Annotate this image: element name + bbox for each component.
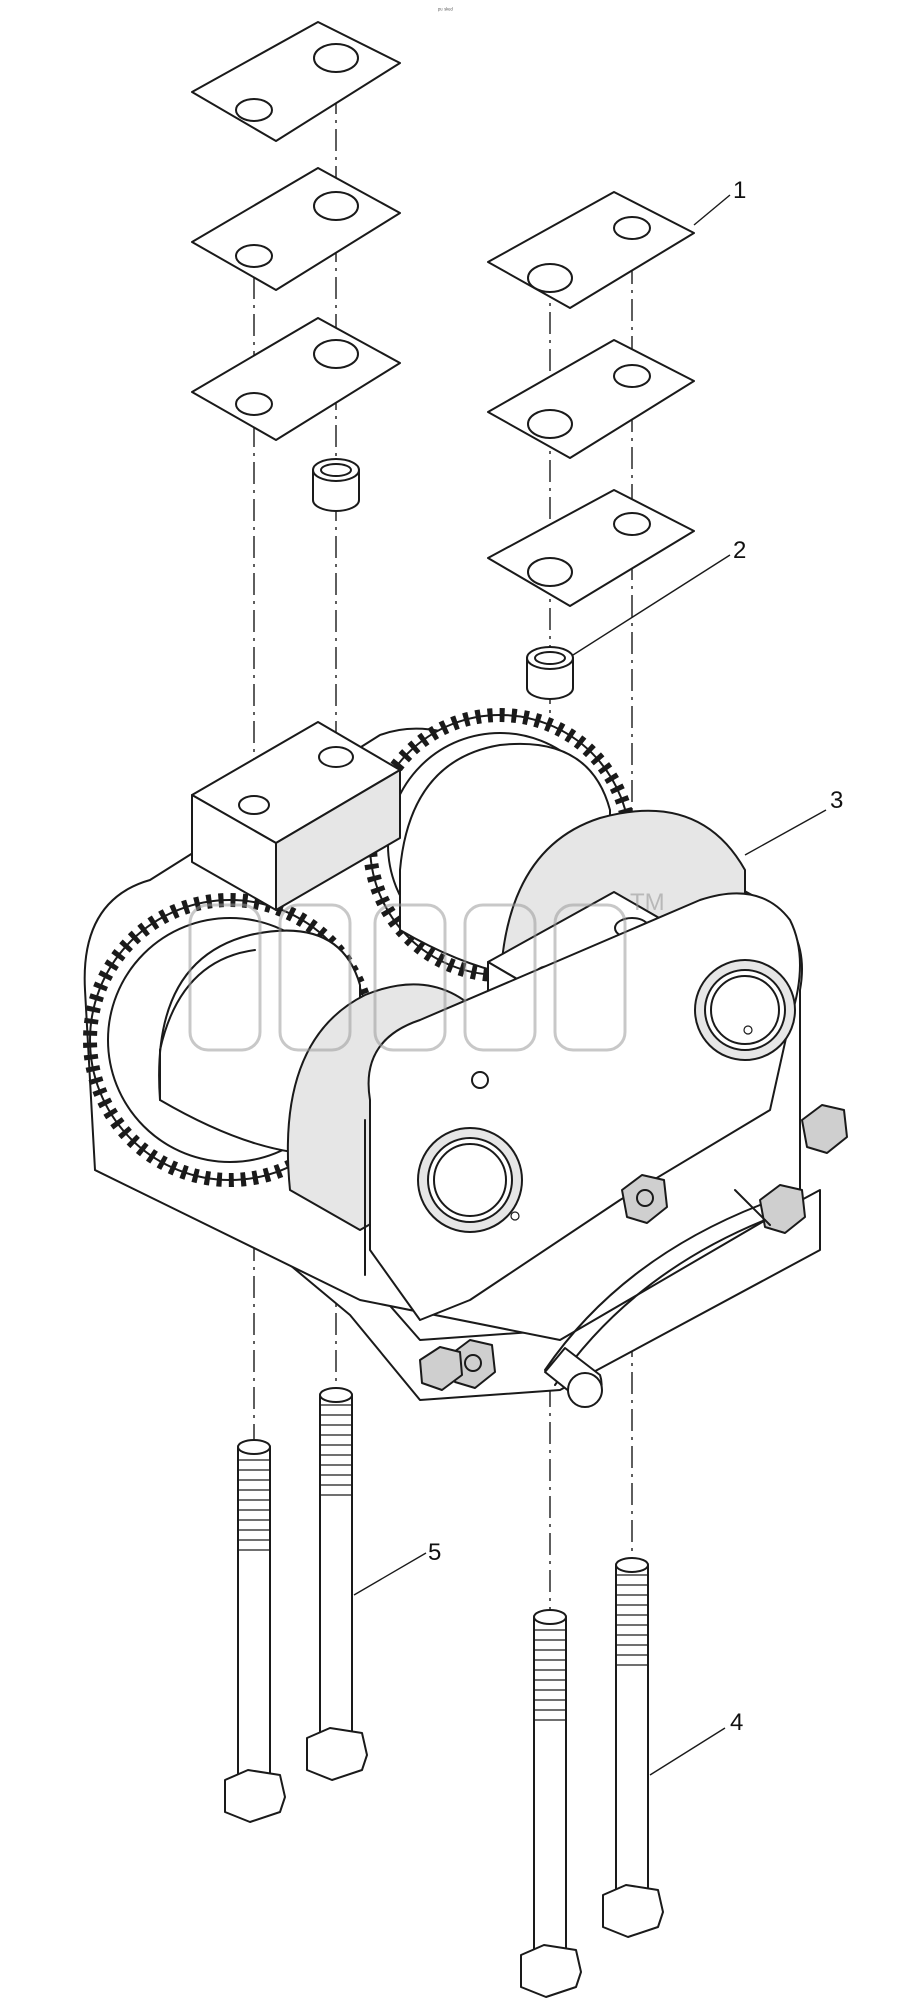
bearing-block-left	[191, 721, 401, 911]
callout-3: 3	[744, 787, 843, 856]
bushing-left	[312, 458, 360, 512]
bolt-right-long	[520, 1609, 582, 1998]
shim-plate	[191, 21, 401, 142]
housing-bolt	[419, 1346, 463, 1391]
shim-stack-right	[487, 191, 695, 607]
callout-1-label: 1	[733, 177, 746, 204]
shim-plate	[487, 191, 695, 309]
balancer-assembly: TM	[83, 708, 848, 1408]
housing-bolt	[621, 1174, 668, 1224]
shim-plate	[487, 489, 695, 607]
watermark-text: TM	[630, 889, 665, 916]
callout-4: 4	[649, 1709, 743, 1776]
housing-bolt	[759, 1184, 806, 1234]
callout-5-label: 5	[428, 1539, 441, 1566]
callout-2-label: 2	[733, 537, 746, 564]
oil-pipe	[544, 1189, 771, 1408]
shim-plate	[191, 167, 401, 291]
shim-plate	[487, 339, 695, 459]
bolt-left-long	[224, 1439, 286, 1823]
shim-plate	[191, 317, 401, 441]
header-mark: ᵖᵘ ˢᵏᵉᵈ	[438, 7, 453, 14]
callout-5: 5	[353, 1539, 441, 1596]
bolt-right-short	[602, 1557, 664, 1938]
bolt-left-short	[306, 1387, 368, 1781]
callout-4-label: 4	[730, 1709, 743, 1736]
shim-stack-left	[191, 21, 401, 441]
watermark: TM	[188, 889, 665, 1052]
callout-2: 2	[572, 537, 746, 656]
bushing-right	[526, 646, 574, 700]
callout-1: 1	[693, 177, 746, 226]
callout-3-label: 3	[830, 787, 843, 814]
housing-front	[364, 892, 801, 1321]
housing-bolt	[801, 1104, 848, 1154]
